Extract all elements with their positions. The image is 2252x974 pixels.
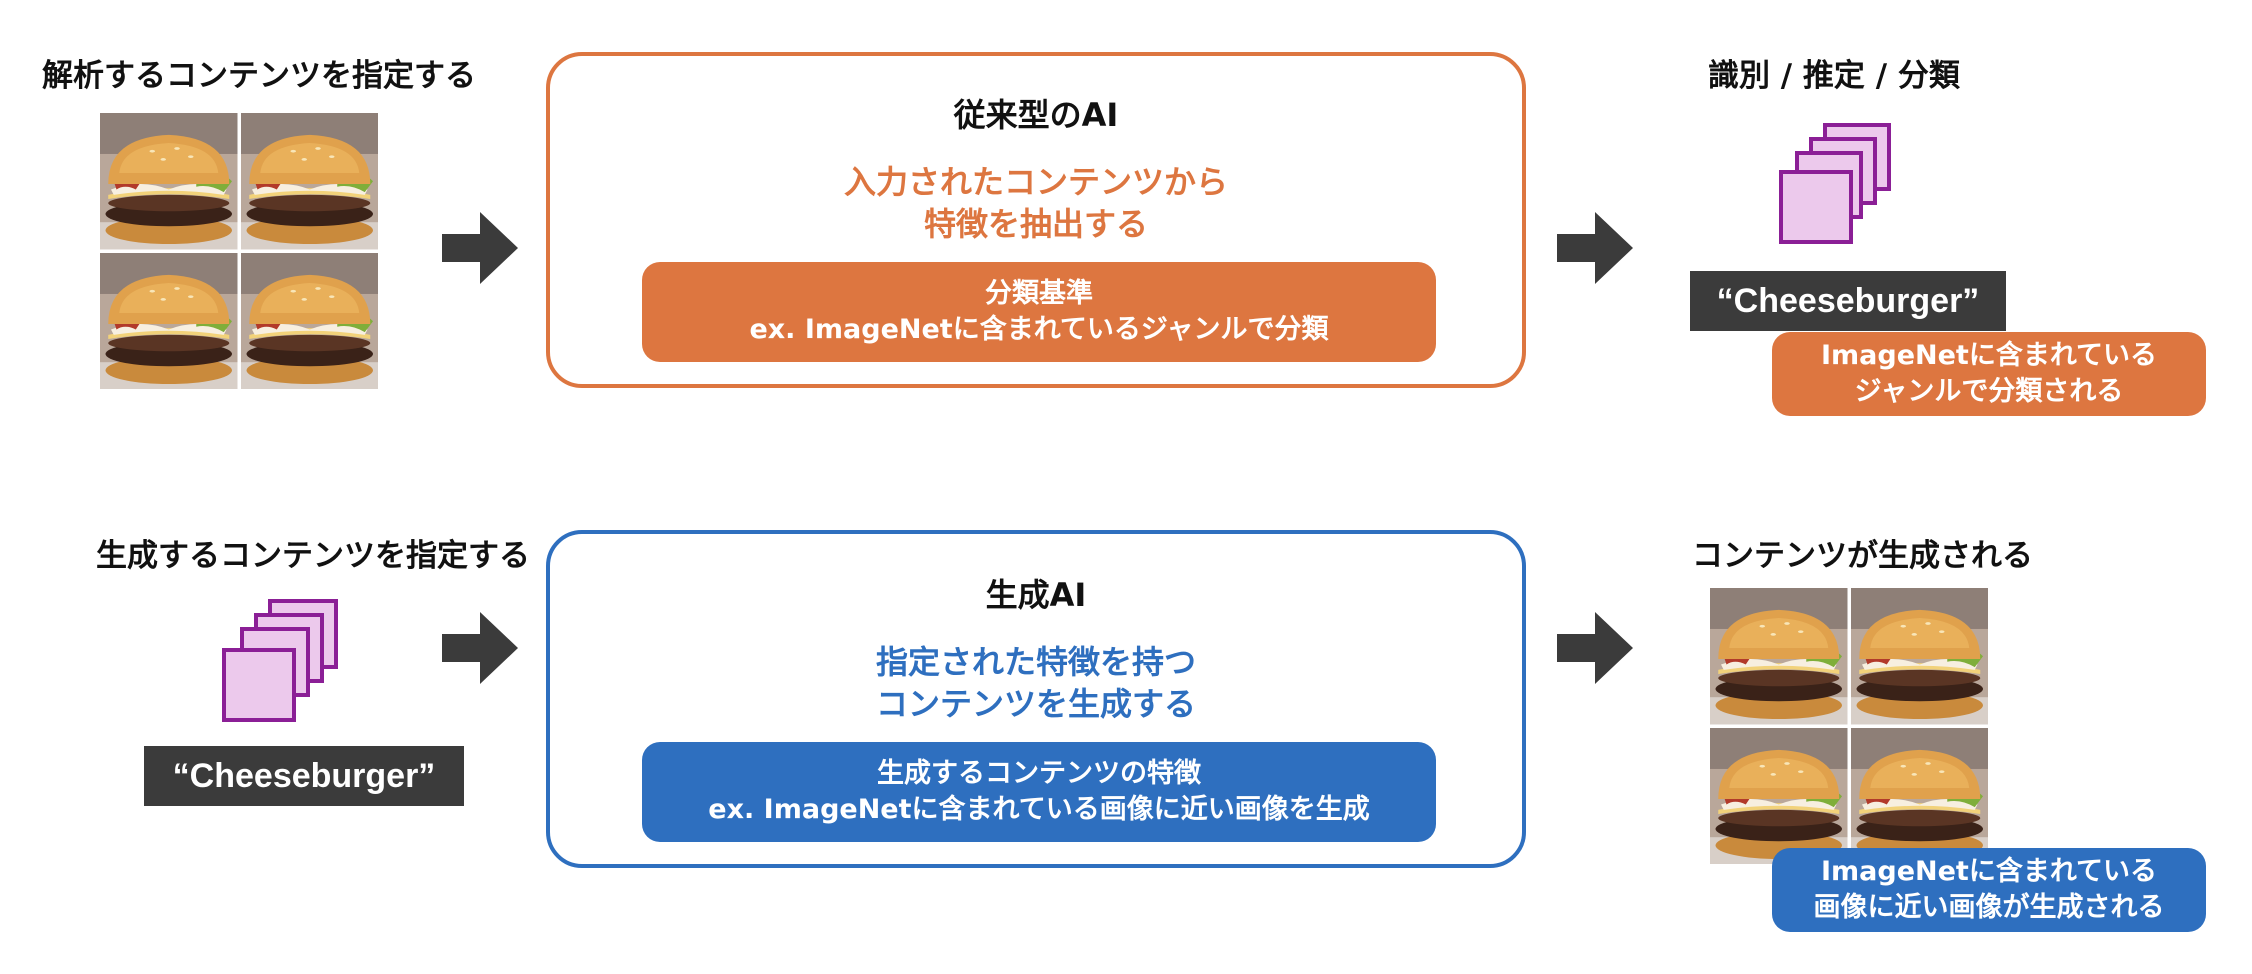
burger-image: [1710, 727, 1848, 864]
arrow-right-icon: [1557, 612, 1633, 684]
generation-input-heading: 生成するコンテンツを指定する: [96, 538, 530, 574]
analysis-input-heading: 解析するコンテンツを指定する: [42, 58, 476, 94]
burger-image: [240, 252, 378, 389]
cheeseburger-label-input: “Cheeseburger”: [144, 746, 464, 806]
cheeseburger-label-output: “Cheeseburger”: [1690, 271, 2006, 331]
content-stack-icon: [1779, 123, 1891, 244]
traditional-ai-title: 従来型のAI: [953, 96, 1119, 134]
burger-image: [240, 113, 378, 250]
burger-image: [1850, 727, 1988, 864]
burger-image-grid-output: [1710, 588, 1988, 864]
generative-ai-description: 指定された特徴を持つ コンテンツを生成する: [875, 643, 1196, 723]
generation-features-pill: 生成するコンテンツの特徴 ex. ImageNetに含まれている画像に近い画像を…: [642, 742, 1436, 842]
traditional-ai-description: 入力されたコンテンツから 特徴を抽出する: [843, 163, 1228, 243]
classification-criteria-pill: 分類基準 ex. ImageNetに含まれているジャンルで分類: [642, 262, 1436, 362]
burger-image: [1710, 588, 1848, 725]
generative-ai-box: 生成AI 指定された特徴を持つ コンテンツを生成する 生成するコンテンツの特徴 …: [546, 530, 1526, 868]
burger-image: [100, 113, 238, 250]
generation-output-heading: コンテンツが生成される: [1692, 538, 2033, 574]
classification-result-pill: ImageNetに含まれている ジャンルで分類される: [1772, 332, 2206, 416]
arrow-right-icon: [442, 612, 518, 684]
burger-image: [100, 252, 238, 389]
content-stack-icon: [222, 599, 338, 722]
generation-result-pill: ImageNetに含まれている 画像に近い画像が生成される: [1772, 848, 2206, 932]
traditional-ai-box: 従来型のAI 入力されたコンテンツから 特徴を抽出する 分類基準 ex. Ima…: [546, 52, 1526, 388]
arrow-right-icon: [442, 212, 518, 284]
arrow-right-icon: [1557, 212, 1633, 284]
classification-output-heading: 識別 / 推定 / 分類: [1708, 58, 1960, 94]
burger-image-grid-input: [100, 113, 378, 389]
burger-image: [1850, 588, 1988, 725]
generative-ai-title: 生成AI: [985, 576, 1087, 614]
